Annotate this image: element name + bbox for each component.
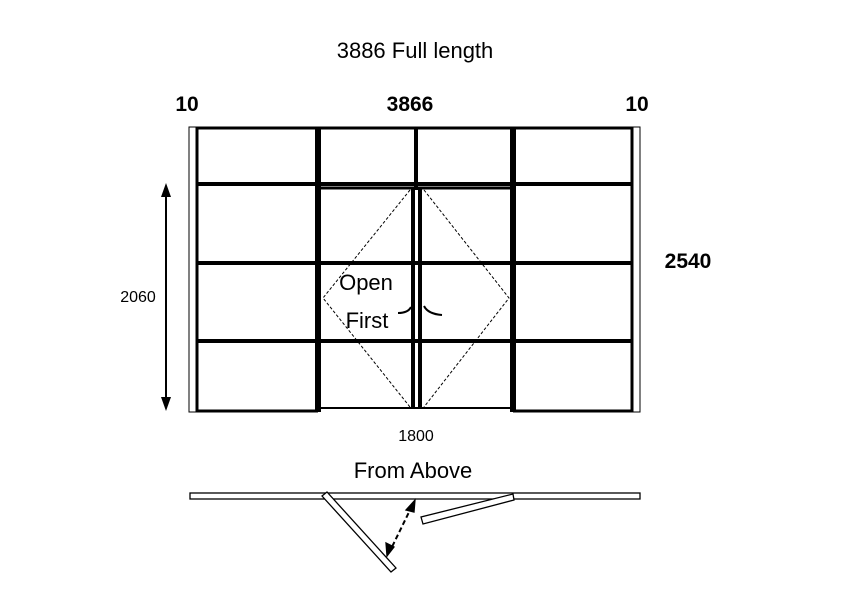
right-gap-label: 10: [625, 93, 648, 116]
left-gap-label: 10: [175, 93, 198, 116]
total-height-label: 2540: [665, 250, 712, 273]
right-spacer-strip: [632, 126, 641, 413]
door-height-label: 2060: [120, 289, 156, 306]
door-width-label: 1800: [398, 428, 434, 445]
wall-plan: [189, 492, 641, 500]
inner-width-label: 3866: [387, 93, 434, 116]
left-spacer-strip: [188, 126, 197, 413]
diagram-title: 3886 Full length: [337, 38, 494, 63]
plan-view: [189, 491, 641, 573]
right-leaf-plan: [420, 493, 515, 525]
plan-view-title: From Above: [354, 458, 473, 483]
open-first-label-line1: Open: [339, 270, 393, 295]
left-leaf-plan: [321, 491, 397, 573]
right-door-swing-indicator: [423, 189, 510, 408]
open-first-label-line2: First: [346, 308, 389, 333]
front-elevation: [188, 126, 641, 413]
height-arrow: [161, 183, 171, 411]
left-door-swing-indicator: [322, 189, 411, 408]
